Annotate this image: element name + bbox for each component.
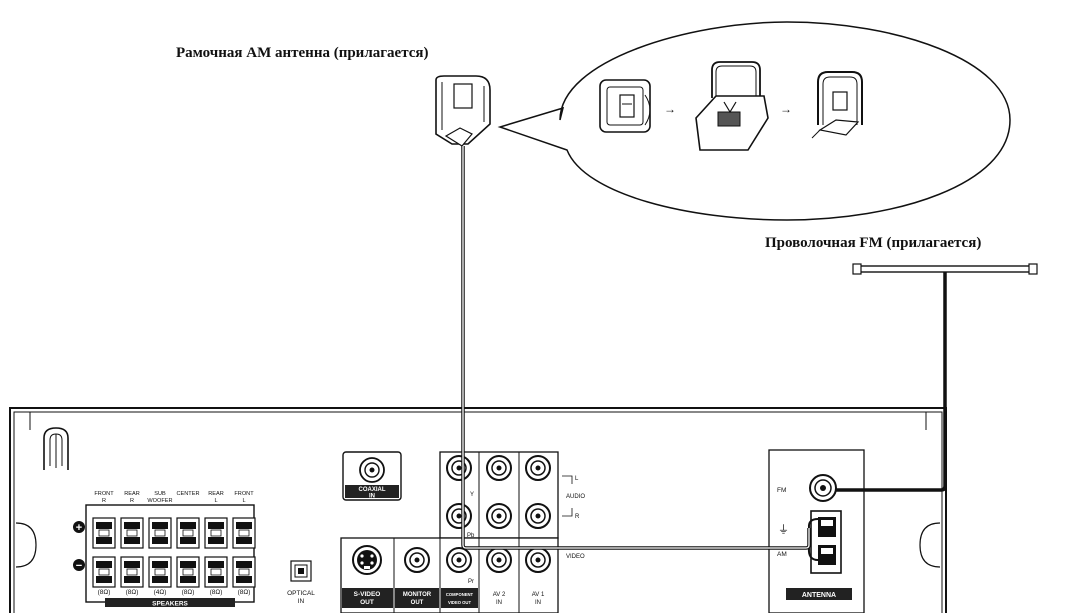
- rca-jack[interactable]: [404, 547, 430, 573]
- speaker-channel-ohm: (8Ω): [210, 589, 223, 596]
- rca-jack[interactable]: [525, 455, 551, 481]
- rca-jack[interactable]: [486, 547, 512, 573]
- speaker-channel-name: REAR: [124, 491, 140, 497]
- speaker-channel-sub: L: [242, 498, 245, 504]
- av1-label: AV 1: [532, 592, 545, 598]
- antenna-label: ANTENNA: [802, 592, 836, 599]
- assembly-step-1-icon: [599, 79, 651, 133]
- speaker-channel-sub: R: [102, 498, 106, 504]
- connection-wires: [461, 146, 947, 561]
- minus-sign: −: [76, 560, 82, 572]
- speaker-channel-ohm: (8Ω): [98, 589, 111, 596]
- speaker-terminals: + − FRONTR(8Ω)REARR(8Ω)SUBWOOFER(4Ω)CENT…: [73, 491, 256, 608]
- speaker-channel-ohm: (8Ω): [238, 589, 251, 596]
- coaxial-in-jack[interactable]: COAXIAL IN: [342, 451, 402, 501]
- av2-label: AV 2: [493, 592, 506, 598]
- speaker-channel-ohm: (4Ω): [154, 589, 167, 596]
- monitor-label: MONITOR: [403, 592, 432, 598]
- s-video-label: S-VIDEO: [354, 591, 381, 598]
- audio-l-label: L: [575, 476, 579, 482]
- speaker-channel[interactable]: CENTER (8Ω): [176, 491, 200, 596]
- speaker-channel-sub: R: [130, 498, 134, 504]
- rca-jack[interactable]: [486, 455, 512, 481]
- fm-antenna-caption: Проволочная FM (прилагается): [765, 235, 981, 251]
- rca-jack[interactable]: [446, 503, 472, 529]
- am-antenna-assembly-bubble: → →: [497, 21, 1011, 221]
- component-label: COMPONENT: [446, 592, 474, 597]
- optical-in-label: IN: [298, 598, 305, 605]
- s-video-out-label: OUT: [360, 599, 374, 606]
- fm-antenna-jack[interactable]: [809, 474, 837, 502]
- video-label: VIDEO: [566, 554, 585, 560]
- assembly-step-2-icon: [695, 61, 769, 151]
- minus-icon: [73, 559, 85, 571]
- rca-jack[interactable]: [486, 503, 512, 529]
- plus-icon: [73, 521, 85, 533]
- plus-sign: +: [76, 522, 82, 534]
- coaxial-label: COAXIAL: [359, 487, 386, 493]
- coaxial-in-label: IN: [369, 494, 375, 500]
- fm-label: FM: [777, 487, 786, 494]
- rca-jack[interactable]: [446, 547, 472, 573]
- optical-in-jack[interactable]: OPTICAL IN: [287, 560, 315, 605]
- audio-label: AUDIO: [566, 494, 585, 500]
- am-antenna-terminal[interactable]: [810, 510, 842, 574]
- speaker-channel-ohm: (8Ω): [182, 589, 195, 596]
- audio-r-label: R: [575, 514, 580, 520]
- av2-in-label: IN: [496, 600, 502, 606]
- rca-jack[interactable]: [525, 503, 551, 529]
- assembly-step-3-icon: [811, 71, 863, 139]
- rca-jack[interactable]: [446, 455, 472, 481]
- antenna-terminals: FM ⏚ AM ANTENNA: [768, 449, 865, 613]
- ground-icon: ⏚: [778, 523, 789, 536]
- power-cord-clamp-icon: [43, 427, 69, 470]
- speakers-label: SPEAKERS: [152, 601, 188, 608]
- monitor-out-label: OUT: [411, 600, 424, 606]
- speaker-channel-name: CENTER: [177, 491, 200, 497]
- speaker-channel-sub: WOOFER: [147, 498, 172, 504]
- pr-label: Pr: [468, 579, 474, 585]
- am-loop-antenna-icon: [435, 75, 491, 147]
- s-video-out-jack[interactable]: [352, 545, 382, 575]
- speaker-channel-ohm: (8Ω): [126, 589, 139, 596]
- y-label: Y: [470, 492, 474, 498]
- arrow-right-icon: →: [664, 102, 676, 116]
- optical-label: OPTICAL: [287, 590, 315, 597]
- speaker-channel-sub: L: [214, 498, 217, 504]
- speaker-channel-name: FRONT: [234, 491, 254, 497]
- arrow-right-icon: →: [780, 102, 792, 116]
- av-jack-block: S-VIDEO OUT MONITOR OUT COMPONENT VIDEO …: [340, 451, 585, 613]
- speaker-channel-name: SUB: [154, 491, 166, 497]
- rca-jack[interactable]: [525, 547, 551, 573]
- av1-in-label: IN: [535, 600, 541, 606]
- am-antenna-caption: Рамочная АМ антенна (прилагается): [176, 45, 429, 61]
- speaker-channel-name: REAR: [208, 491, 224, 497]
- am-label: AM: [777, 551, 787, 558]
- component-video-out-label: VIDEO OUT: [448, 600, 471, 605]
- pb-label: Pb: [467, 533, 475, 539]
- speaker-channel-name: FRONT: [94, 491, 114, 497]
